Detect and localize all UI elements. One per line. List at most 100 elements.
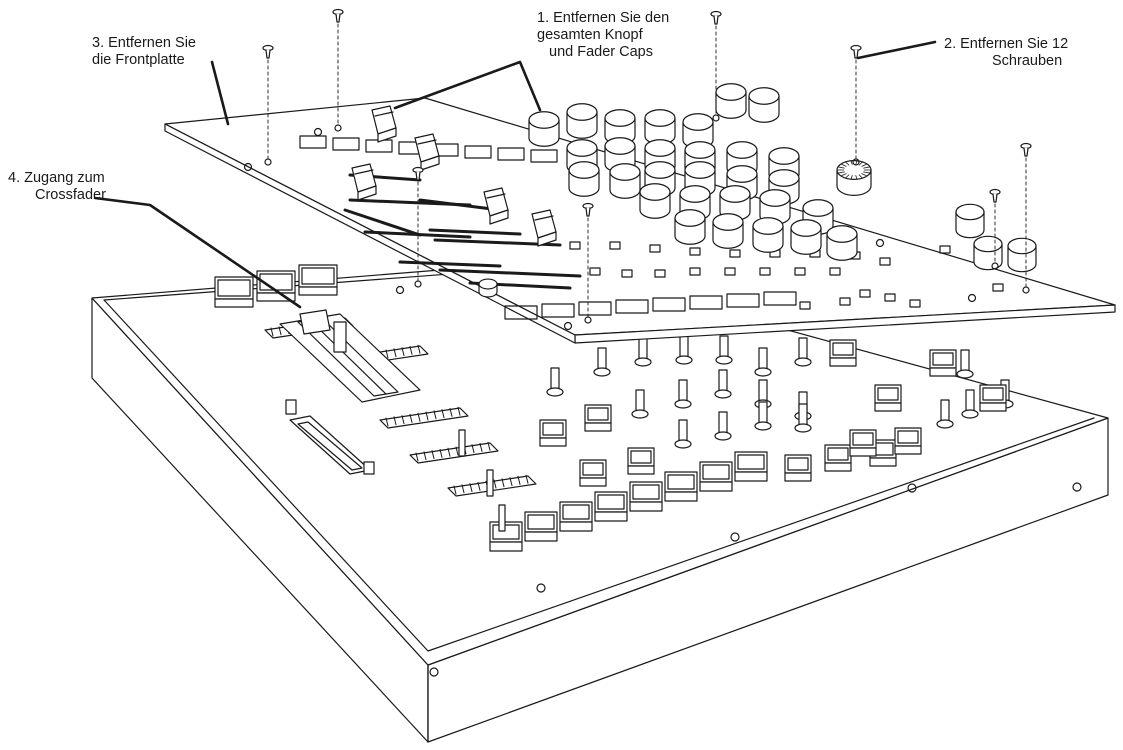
hole xyxy=(429,667,439,677)
screw-icon xyxy=(850,44,862,166)
screws xyxy=(262,8,1032,324)
crossfader-icon xyxy=(279,309,421,403)
button-cap-icon xyxy=(874,384,902,412)
callout-step4-line1: 4. Zugang zum xyxy=(8,170,105,186)
led-window xyxy=(569,241,581,250)
hole xyxy=(313,127,323,137)
panel-slot xyxy=(285,399,375,475)
post xyxy=(285,399,297,415)
hole xyxy=(875,238,885,248)
hole xyxy=(536,583,546,593)
crossfader-knob xyxy=(333,321,347,353)
button-cap-icon xyxy=(579,459,607,487)
button-cap-icon xyxy=(539,419,567,447)
led-window xyxy=(859,289,871,298)
knob-icon xyxy=(528,111,560,147)
hole xyxy=(967,293,977,303)
led-window xyxy=(759,267,771,276)
slot-inner xyxy=(297,421,363,471)
led-window xyxy=(939,245,951,254)
leader-step4 xyxy=(93,196,302,309)
button-cap-icon xyxy=(784,454,812,482)
led-window xyxy=(621,269,633,278)
standoff xyxy=(458,429,466,457)
connector-strip xyxy=(409,441,499,464)
plate-cutout xyxy=(497,147,525,161)
screw-icon xyxy=(582,202,594,324)
button-cap-icon xyxy=(979,384,1007,412)
connector-strip xyxy=(379,406,469,429)
fader-cap-icon xyxy=(531,209,557,247)
screw-icon xyxy=(710,10,722,122)
hole xyxy=(730,532,740,542)
led-window xyxy=(589,267,601,276)
chassis-holes xyxy=(429,482,1082,677)
knob-icon xyxy=(639,183,671,219)
led-window xyxy=(909,299,921,308)
button-cap-icon xyxy=(298,264,338,296)
button-cap-icon xyxy=(524,511,558,542)
fader-cap-icon xyxy=(351,163,377,201)
button-cap-icon xyxy=(849,429,877,457)
pot-shaft xyxy=(936,399,954,429)
button-cap-icon xyxy=(734,451,768,482)
pot-shaft xyxy=(715,335,733,365)
crossfader-block xyxy=(299,309,331,335)
knob-icon xyxy=(836,160,872,196)
plate-cutout xyxy=(615,299,649,314)
pot-shaft xyxy=(714,411,732,441)
button-cap-icon xyxy=(894,427,922,455)
fader-slot xyxy=(398,260,502,268)
hole xyxy=(395,285,405,295)
plate-cutout xyxy=(299,135,327,149)
screw-icon xyxy=(262,44,274,166)
hole xyxy=(907,483,917,493)
led-window xyxy=(839,297,851,306)
plate-cutout xyxy=(652,297,686,312)
callout-leaders xyxy=(93,40,937,309)
knob-icon xyxy=(712,213,744,249)
button-cap-icon xyxy=(214,276,254,308)
plate-cutout xyxy=(763,291,797,306)
pot-shaft xyxy=(794,403,812,433)
knob-icon xyxy=(604,109,636,145)
callout-step2-line1: 2. Entfernen Sie 12 xyxy=(944,36,1069,52)
button-cap-icon xyxy=(559,501,593,532)
led-window xyxy=(649,244,661,253)
leader-step3 xyxy=(210,60,230,126)
knob-icon xyxy=(748,87,780,123)
button-cap-icon xyxy=(929,349,957,377)
button-cap-icon xyxy=(699,461,733,492)
callout-step1: 1. Entfernen Sie den gesamten Knopf und … xyxy=(537,10,669,61)
plate-cutout xyxy=(464,145,492,159)
led-window xyxy=(829,267,841,276)
fader-slot xyxy=(343,208,422,237)
knob-icon xyxy=(644,161,676,197)
knob-icon xyxy=(955,203,985,239)
callout-step3: 3. Entfernen Sie die Frontplatte xyxy=(92,35,196,69)
fader-slot xyxy=(428,228,522,236)
callout-step1-line1: 1. Entfernen Sie den xyxy=(537,10,670,26)
knob-icon xyxy=(715,83,747,119)
pot-shaft xyxy=(714,369,732,399)
pot-shaft xyxy=(631,389,649,419)
pot-shaft xyxy=(956,349,974,379)
button-cap-icon xyxy=(489,521,523,552)
knob-icon xyxy=(478,278,498,298)
fader-cap-icon xyxy=(414,133,440,171)
pot-shaft xyxy=(546,367,564,397)
leader-step1 xyxy=(393,60,542,112)
plate-cutout xyxy=(578,301,612,316)
led-window xyxy=(724,267,736,276)
knob-icon xyxy=(674,209,706,245)
led-window xyxy=(879,257,891,266)
button-cap-icon xyxy=(829,339,857,367)
button-cap-icon xyxy=(256,270,296,302)
led-window xyxy=(794,267,806,276)
pot-shaft xyxy=(754,347,772,377)
hole xyxy=(563,321,573,331)
button-cap-icon xyxy=(594,491,628,522)
fader-slot xyxy=(438,268,582,278)
knob-icon xyxy=(568,161,600,197)
